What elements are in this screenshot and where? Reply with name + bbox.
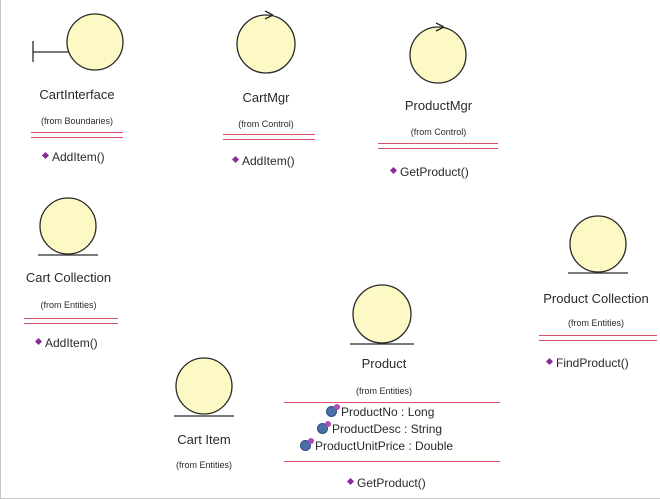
operation-row: GetProduct() (346, 476, 426, 490)
compartment-divider (24, 318, 118, 319)
operation-row: AddItem() (34, 336, 98, 350)
compartment-divider (31, 137, 123, 138)
operation-icon (231, 155, 240, 164)
compartment-divider (24, 323, 118, 324)
class-cart-interface[interactable]: CartInterface (from Boundaries) AddItem(… (31, 12, 131, 172)
operation-row: AddItem() (231, 154, 295, 168)
operation-row: AddItem() (41, 150, 105, 164)
attribute-icon (300, 438, 314, 451)
attribute-label: ProductDesc : String (332, 422, 443, 436)
class-name: ProductMgr (404, 98, 473, 113)
operation-row: FindProduct() (545, 356, 629, 370)
attribute-row: ProductNo : Long (326, 404, 435, 419)
entity-class-icon (38, 197, 98, 256)
compartment-divider (378, 143, 498, 144)
operation-label: GetProduct() (357, 476, 426, 490)
operation-icon (389, 166, 398, 175)
operation-icon (41, 151, 50, 160)
class-product[interactable]: Product (from Entities) ProductNo : Long… (284, 282, 504, 497)
operation-icon (545, 357, 554, 366)
class-name: Cart Item (177, 432, 231, 447)
operation-row: GetProduct() (389, 165, 469, 179)
compartment-divider (539, 335, 657, 336)
compartment-divider (31, 132, 123, 133)
attribute-icon (317, 421, 331, 434)
class-product-mgr[interactable]: ProductMgr (from Control) GetProduct() (376, 22, 501, 187)
attribute-row: ProductUnitPrice : Double (300, 438, 454, 453)
control-class-icon (409, 22, 467, 84)
operation-icon (346, 477, 355, 486)
class-cart-item[interactable]: Cart Item (from Entities) (156, 355, 256, 480)
operation-label: FindProduct() (556, 356, 629, 370)
compartment-divider (378, 148, 498, 149)
boundary-class-icon (32, 13, 124, 71)
operation-label: GetProduct() (400, 165, 469, 179)
operation-label: AddItem() (52, 150, 105, 164)
class-package: (from Entities) (175, 460, 232, 470)
entity-class-icon (568, 215, 628, 274)
entity-class-icon (174, 357, 234, 417)
compartment-divider (223, 134, 315, 135)
entity-class-icon (350, 284, 414, 345)
class-cart-collection[interactable]: Cart Collection (from Entities) AddItem(… (16, 197, 121, 357)
class-name: Product Collection (543, 291, 649, 306)
attribute-icon (326, 404, 340, 417)
class-name: Product (361, 356, 407, 371)
class-package: (from Entities) (40, 300, 97, 310)
attribute-label: ProductNo : Long (341, 405, 435, 419)
class-name: CartMgr (242, 90, 290, 105)
operation-label: AddItem() (242, 154, 295, 168)
class-package: (from Boundaries) (40, 116, 114, 126)
compartment-divider (539, 340, 657, 341)
operation-icon (34, 337, 43, 346)
class-package: (from Entities) (355, 386, 412, 396)
class-package: (from Entities) (567, 318, 624, 328)
attribute-label: ProductUnitPrice : Double (315, 439, 454, 453)
class-package: (from Control) (238, 119, 294, 129)
attribute-row: ProductDesc : String (317, 421, 443, 436)
compartment-divider (223, 139, 315, 140)
compartment-divider (284, 461, 500, 462)
class-cart-mgr[interactable]: CartMgr (from Control) AddItem() (221, 10, 321, 175)
class-name: Cart Collection (25, 270, 112, 285)
class-name: CartInterface (39, 87, 115, 102)
class-product-collection[interactable]: Product Collection (from Entities) FindP… (531, 215, 660, 375)
control-class-icon (236, 10, 296, 74)
compartment-divider (284, 402, 500, 403)
class-package: (from Control) (410, 127, 467, 137)
operation-label: AddItem() (45, 336, 98, 350)
